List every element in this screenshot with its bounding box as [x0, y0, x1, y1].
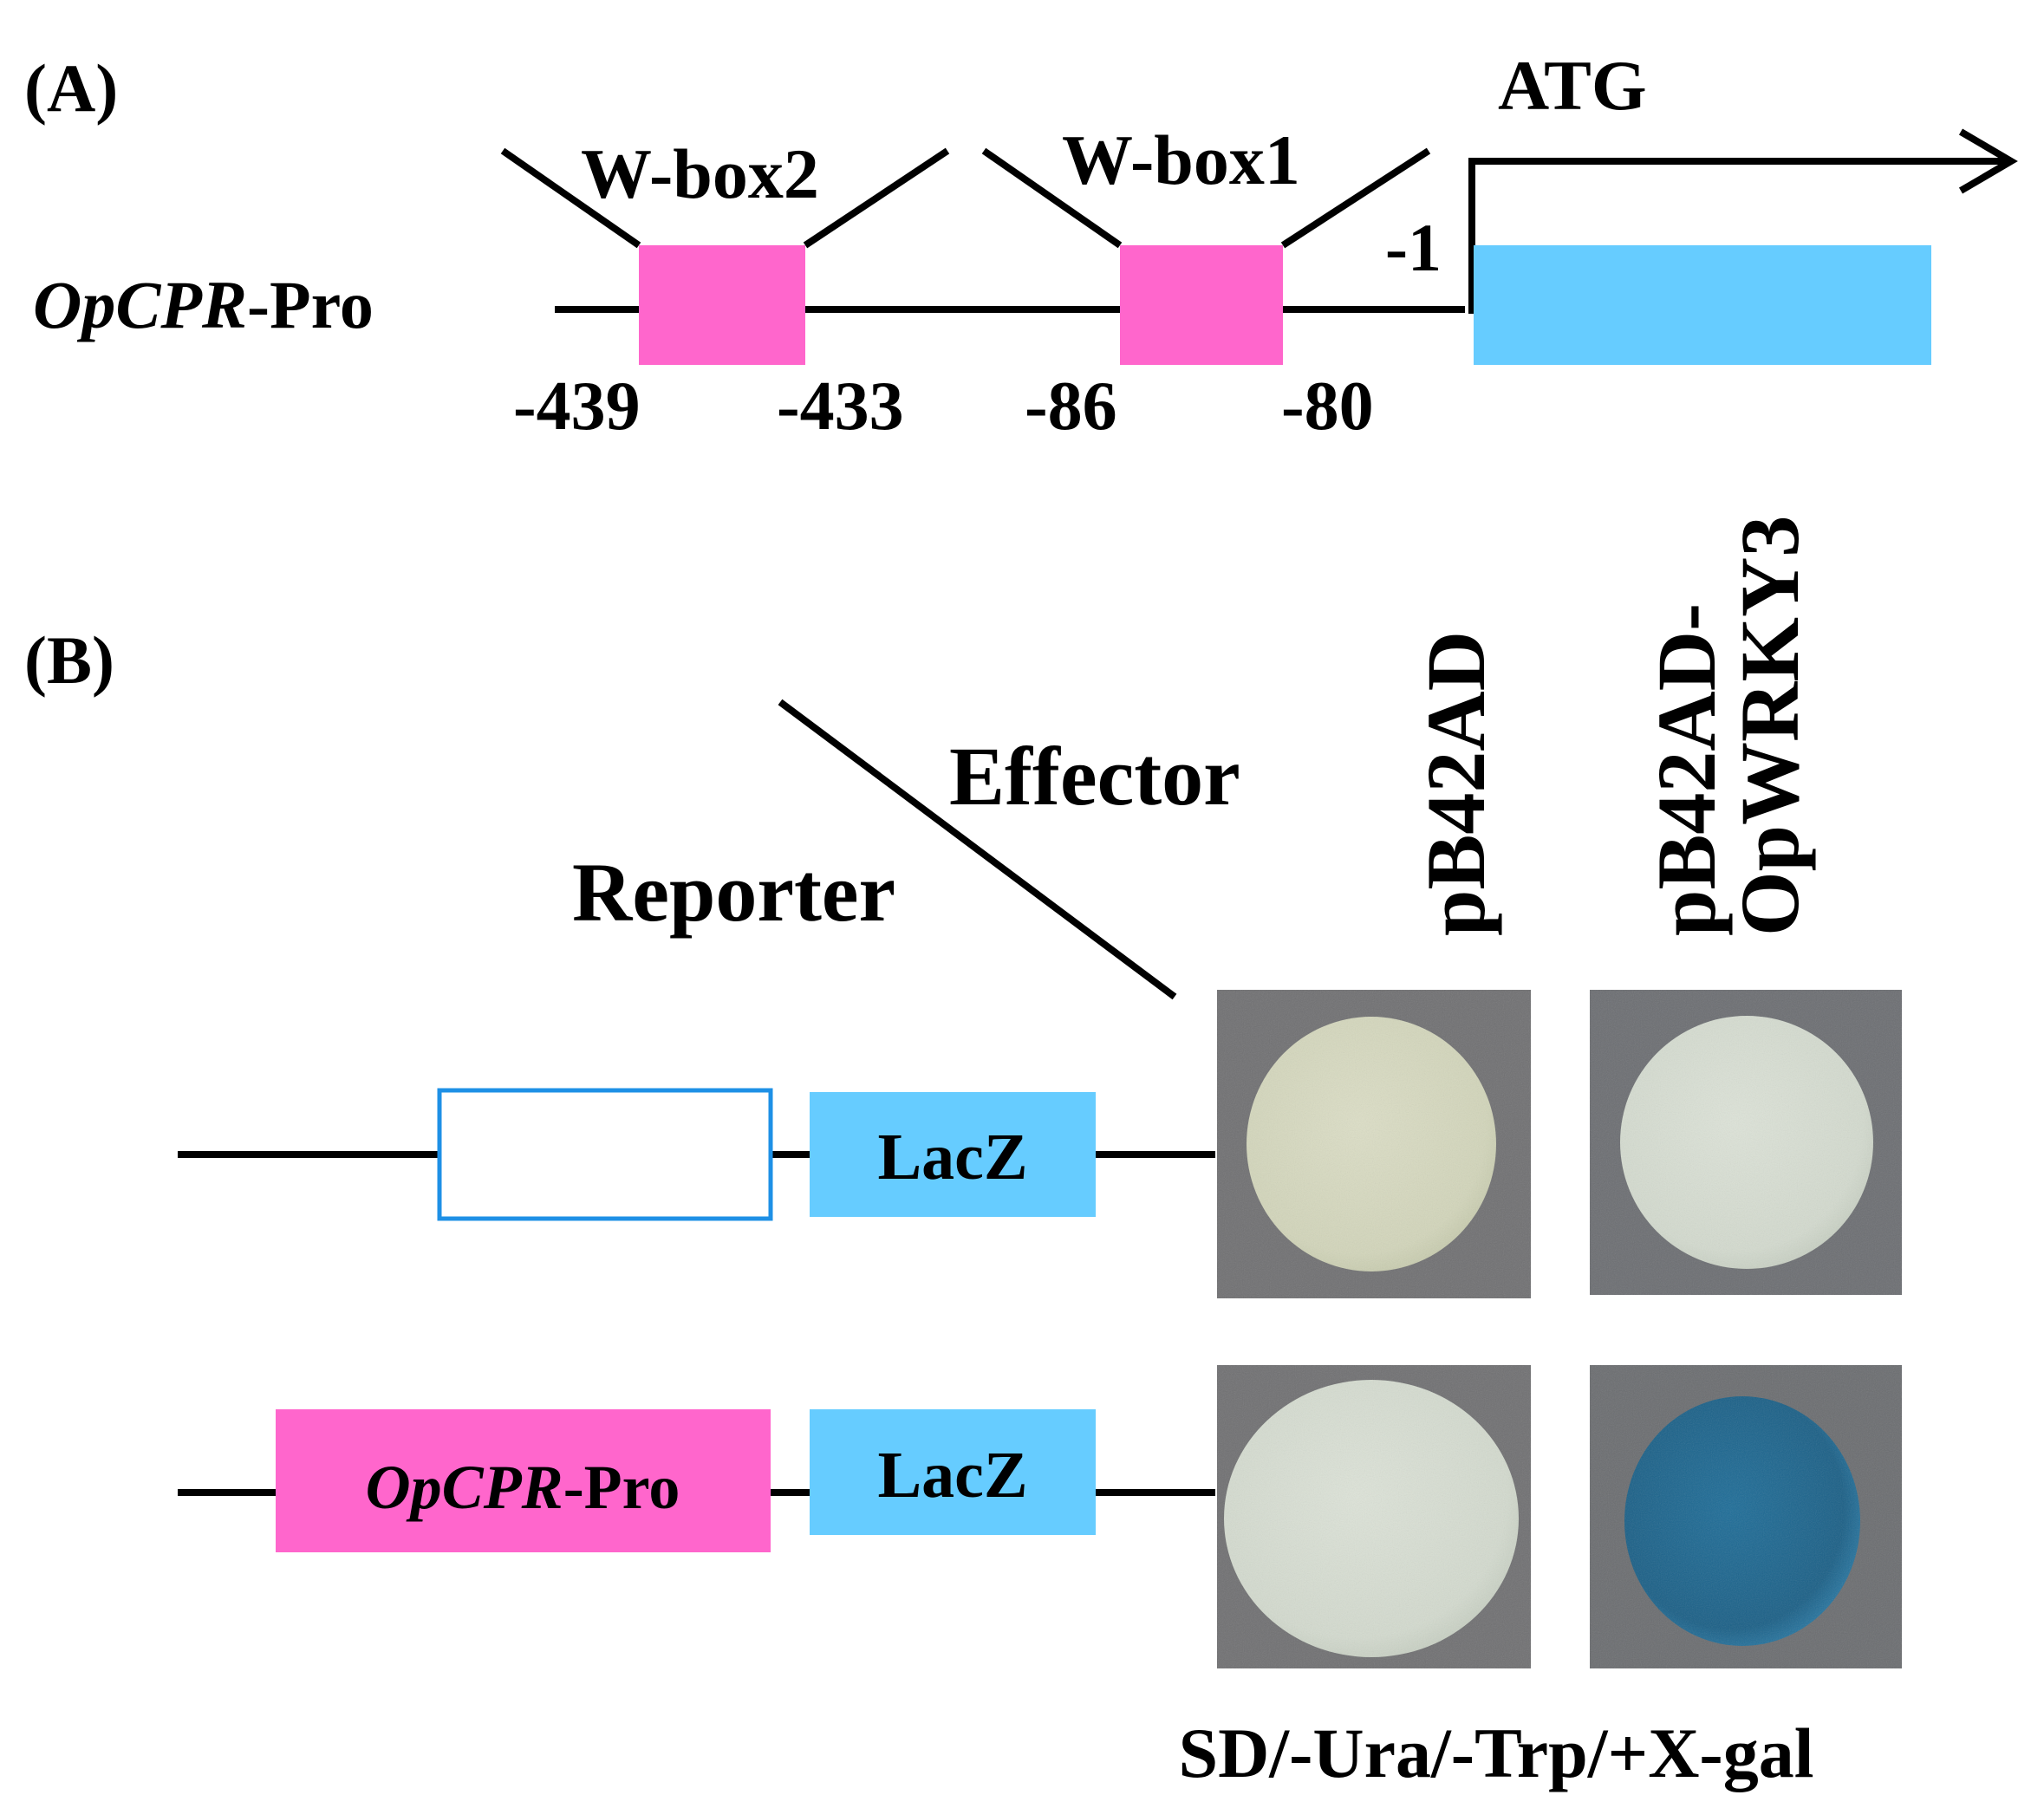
- effector-label: Effector: [949, 730, 1240, 823]
- promoter-name-suffix: -Pro: [247, 267, 374, 342]
- wbox2-start: -439: [513, 368, 641, 445]
- wbox1-box: [1120, 245, 1283, 365]
- plate-r1-c1: [1217, 990, 1531, 1298]
- panel-a-label: (A): [24, 50, 118, 126]
- atg-label: ATG: [1498, 46, 1647, 125]
- transcription-arrow-head: [1958, 128, 2018, 194]
- effector-col2-label: pB42AD-OpWRKY3: [1640, 516, 1816, 936]
- panel-b: (B) Effector Reporter pB42AD pB42AD-OpWR…: [24, 516, 1902, 1792]
- plate-r1-c2: [1590, 990, 1902, 1295]
- coding-region-box: [1474, 245, 1931, 365]
- reporter-2-lacz-box: [810, 1409, 1096, 1535]
- wbox1-right-callout: [1280, 147, 1431, 249]
- medium-label: SD/-Ura/-Trp/+X-gal: [1178, 1714, 1813, 1792]
- reporter-1-empty-insert: [437, 1088, 773, 1221]
- wbox2-box: [639, 245, 805, 365]
- plate-texture: [1590, 990, 1902, 1295]
- reporter-label: Reporter: [572, 846, 895, 939]
- panel-b-label: (B): [24, 622, 114, 698]
- reporter-row-1: LacZ: [178, 1088, 1215, 1221]
- tss-label: -1: [1385, 210, 1442, 285]
- plate-r2-c1: [1217, 1365, 1531, 1668]
- header-diagonal: [778, 699, 1177, 1000]
- wbox1-end: -80: [1281, 368, 1374, 445]
- reporter-1-lacz-label: LacZ: [877, 1121, 1027, 1193]
- wbox1-start: -86: [1025, 368, 1117, 445]
- reporter-2-lacz-label: LacZ: [877, 1439, 1027, 1512]
- plate-texture: [1590, 1365, 1902, 1668]
- promoter-name-italic: OpCPR: [33, 267, 247, 342]
- panel-a: (A) OpCPR-Pro W-box2 -439 -433 W-box1 -8…: [24, 46, 2018, 445]
- wbox2-label: W-box2: [581, 134, 819, 213]
- wbox1-left-callout: [981, 147, 1123, 249]
- wbox1-label: W-box1: [1062, 120, 1300, 199]
- effector-col2-line1: pB42AD-: [1640, 603, 1733, 936]
- wbox2-right-callout: [803, 147, 950, 249]
- reporter-2-promoter-insert: [276, 1409, 771, 1552]
- plate-texture: [1217, 1365, 1531, 1668]
- reporter-1-lacz-box: [810, 1092, 1096, 1217]
- reporter-row-2: OpCPR-Pro LacZ: [178, 1409, 1215, 1552]
- wbox2-end: -433: [777, 368, 904, 445]
- reporter-2-insert-label: OpCPR-Pro: [366, 1453, 680, 1522]
- effector-col2-line2: OpWRKY3: [1723, 516, 1816, 936]
- plate-texture: [1217, 990, 1531, 1298]
- plate-r2-c2: [1590, 1365, 1902, 1668]
- promoter-name: OpCPR-Pro: [33, 267, 374, 342]
- effector-col1-label: pB42AD: [1409, 631, 1502, 936]
- wbox2-left-callout: [500, 147, 641, 249]
